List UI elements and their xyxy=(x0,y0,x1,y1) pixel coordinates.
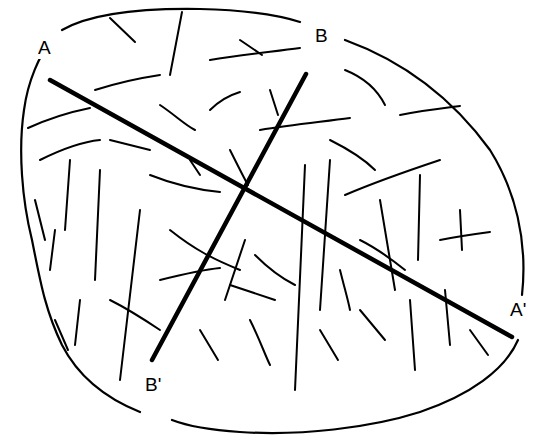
fracture-lines xyxy=(28,12,490,390)
point-label: B xyxy=(313,26,330,47)
point-label: A' xyxy=(508,300,528,321)
scanline-b xyxy=(152,74,306,360)
rock-outline xyxy=(21,9,523,433)
point-label: A xyxy=(36,38,53,59)
point-label: B' xyxy=(143,375,163,396)
